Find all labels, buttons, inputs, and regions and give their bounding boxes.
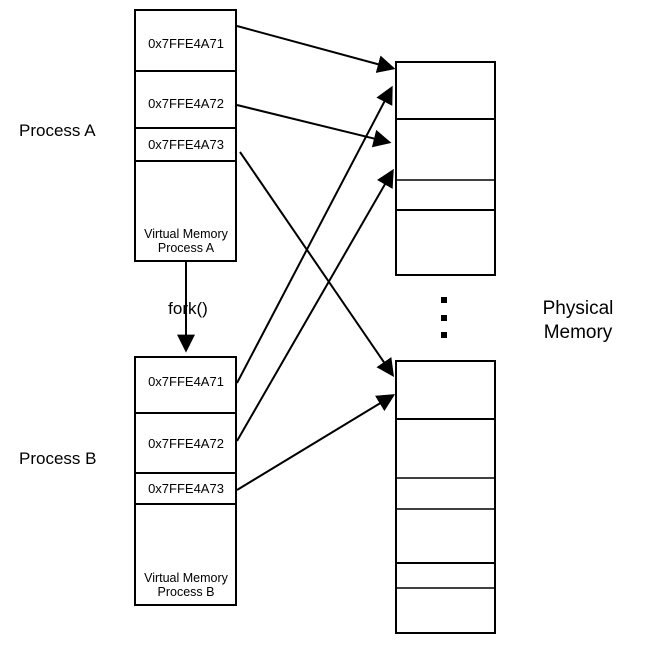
process-a-address-cell-2: 0x7FFE4A72: [148, 96, 224, 111]
virtual-memory-b-caption-line1: Virtual Memory: [144, 571, 229, 585]
fork-arrow-group: fork(): [168, 262, 208, 353]
virtual-memory-box-a-outline: [134, 9, 237, 262]
process-a-label: Process A: [19, 121, 96, 140]
process-a-address-cell-3: 0x7FFE4A73: [148, 137, 224, 152]
virtual-memory-box-b: 0x7FFE4A71 0x7FFE4A72 0x7FFE4A73 Virtual…: [134, 356, 237, 606]
virtual-memory-a-caption-line2: Process A: [158, 241, 215, 255]
ellipsis-dot: [441, 332, 447, 338]
physical-memory-label-line2: Memory: [544, 322, 613, 343]
physical-memory-bottom-box-outline: [395, 360, 496, 634]
process-b-address-cell-3: 0x7FFE4A73: [148, 481, 224, 496]
physical-memory-label-line1: Physical: [543, 298, 614, 319]
virtual-memory-b-caption-line2: Process B: [158, 585, 215, 599]
vertical-ellipsis-icon: [441, 297, 447, 338]
virtual-memory-box-b-outline: [134, 356, 237, 606]
ellipsis-dot: [441, 315, 447, 321]
virtual-memory-a-caption-line1: Virtual Memory: [144, 227, 229, 241]
arrow-b2-to-physical-top: [236, 168, 394, 442]
process-b-address-cell-1: 0x7FFE4A71: [148, 374, 224, 389]
physical-memory-bottom-box: [395, 360, 496, 634]
physical-memory-top-box: [395, 61, 496, 276]
arrow-b1-to-physical-top: [236, 85, 393, 384]
ellipsis-dot: [441, 297, 447, 303]
arrow-b3-to-physical-bottom: [236, 394, 396, 491]
virtual-memory-box-a: 0x7FFE4A71 0x7FFE4A72 0x7FFE4A73 Virtual…: [134, 9, 237, 262]
arrow-a2-to-physical-top: [236, 104, 392, 148]
physical-memory-top-box-outline: [395, 61, 496, 276]
process-b-label: Process B: [19, 449, 96, 468]
mapping-arrows: [236, 25, 396, 491]
arrow-a3-to-physical-bottom: [239, 151, 395, 377]
process-a-address-cell-1: 0x7FFE4A71: [148, 36, 224, 51]
process-b-address-cell-2: 0x7FFE4A72: [148, 436, 224, 451]
arrow-a1-to-physical-top: [236, 25, 396, 73]
fork-label: fork(): [168, 299, 208, 318]
